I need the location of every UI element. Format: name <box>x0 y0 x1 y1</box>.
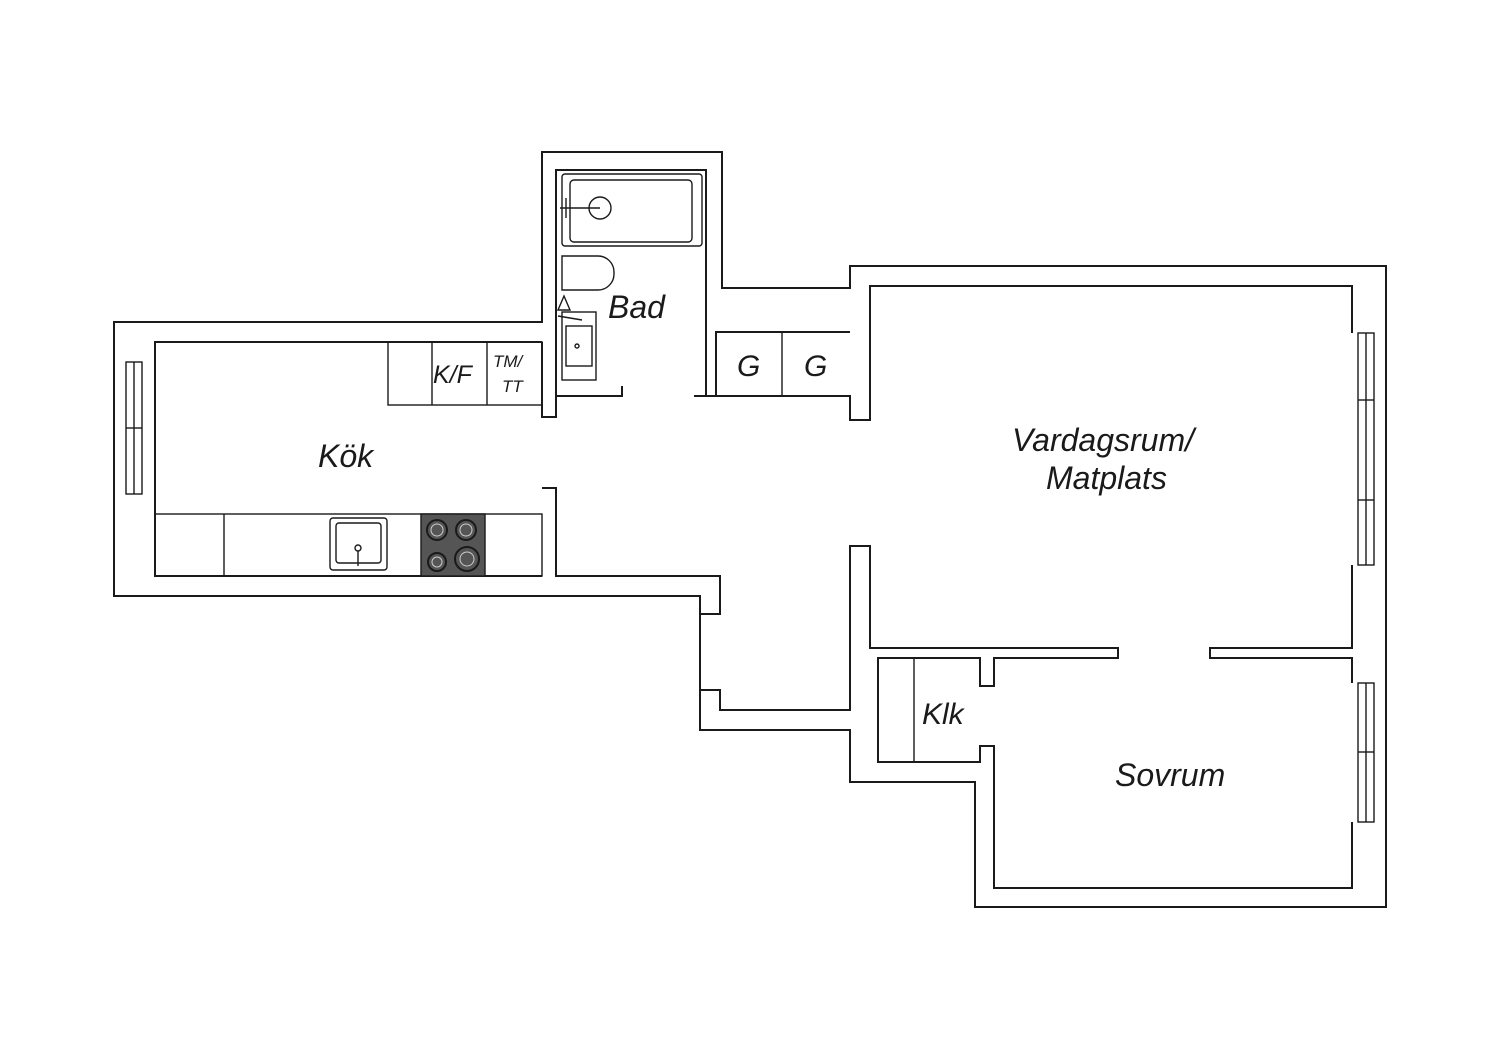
toilet-icon <box>561 255 615 291</box>
closet-label: Klk <box>922 698 966 731</box>
window-icon <box>1357 332 1375 566</box>
wardrobe-label-2: G <box>804 350 827 383</box>
bath-label: Bad <box>608 289 666 325</box>
outer-walls <box>113 151 1387 908</box>
fridge-label: K/F <box>433 361 474 389</box>
living-label: Vardagsrum/ <box>1012 422 1197 458</box>
washer-label-top: TM/ <box>493 352 525 371</box>
kitchen-upper-units <box>387 341 543 406</box>
washer-label-bottom: TT <box>502 377 524 396</box>
windows <box>125 332 1375 823</box>
window-icon <box>1357 682 1375 823</box>
kitchen-sink-icon <box>329 517 388 571</box>
kitchen-label: Kök <box>318 438 375 474</box>
kitchen-counter <box>154 513 543 577</box>
bedroom-label: Sovrum <box>1115 757 1225 793</box>
room-labels: Kök Bad K/F TM/ TT G G Vardagsrum/ Matpl… <box>318 289 1225 793</box>
living-label-line2: Matplats <box>1046 460 1167 496</box>
bathtub-icon <box>560 173 703 247</box>
stove-icon <box>420 513 486 577</box>
wardrobe-label-1: G <box>737 350 760 383</box>
washbasin-icon <box>556 294 597 381</box>
window-icon <box>125 361 143 495</box>
